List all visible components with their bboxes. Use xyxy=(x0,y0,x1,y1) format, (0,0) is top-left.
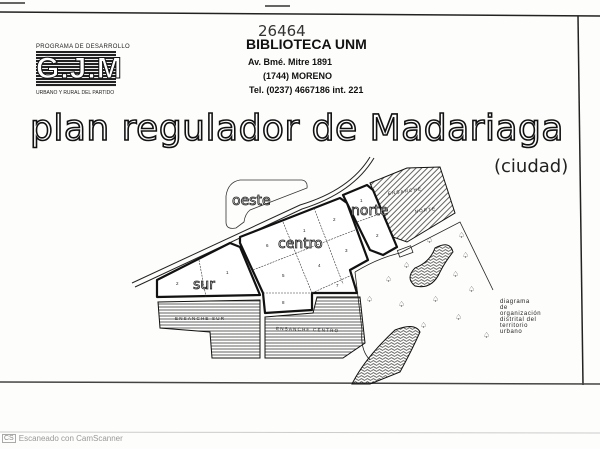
svg-text:♤: ♤ xyxy=(398,300,405,309)
svg-text:♤: ♤ xyxy=(420,321,427,330)
district-label-centro: centro xyxy=(278,236,323,252)
district-sur xyxy=(155,241,262,299)
lake-north xyxy=(409,244,454,288)
svg-text:♤: ♤ xyxy=(366,295,373,304)
sector-number: 2 xyxy=(333,217,336,222)
svg-text:urbano: urbano xyxy=(500,329,522,335)
ensanche-label: ENSANCHE SUR xyxy=(175,316,225,321)
sector-number: 1 xyxy=(360,198,363,203)
page-subtitle: (ciudad) xyxy=(494,156,569,177)
svg-text:distrital del: distrital del xyxy=(500,317,536,323)
svg-text:♤: ♤ xyxy=(468,285,475,294)
sector-number: 1 xyxy=(226,270,229,275)
svg-text:♤: ♤ xyxy=(455,313,462,322)
district-label-sur: sur xyxy=(193,277,215,293)
logo-top-text: PROGRAMA DE DESARROLLO xyxy=(36,44,130,50)
ensanche-sur-area xyxy=(157,299,261,359)
camscanner-text: Escaneado con CamScanner xyxy=(18,434,123,443)
svg-text:diagrama: diagrama xyxy=(500,299,530,305)
camscanner-footer: CS Escaneado con CamScanner xyxy=(2,434,123,443)
svg-text:♤: ♤ xyxy=(403,261,410,270)
gjm-logo: G.J.M xyxy=(36,51,123,87)
page-title: plan regulador de Madariaga xyxy=(29,107,564,150)
lake-south xyxy=(351,326,421,385)
sector-number: 6 xyxy=(266,243,269,248)
ensanche-centro-area xyxy=(264,296,366,359)
sector-number: 5 xyxy=(282,273,285,278)
svg-text:♤: ♤ xyxy=(462,251,469,260)
district-norte xyxy=(341,183,399,257)
svg-text:♤: ♤ xyxy=(452,270,459,279)
handwritten-number: 26464 xyxy=(258,22,306,40)
camscanner-icon: CS xyxy=(2,434,16,443)
svg-text:♤: ♤ xyxy=(432,295,439,304)
ensanche-label: NORTE xyxy=(414,206,436,214)
svg-text:territorio: territorio xyxy=(500,323,528,329)
district-label-oeste: oeste xyxy=(232,193,271,209)
district-label-norte: norte xyxy=(351,203,388,219)
sector-number: 2 xyxy=(376,233,379,238)
svg-text:organización: organización xyxy=(500,311,541,317)
svg-text:♤: ♤ xyxy=(458,231,465,240)
tree-icons: ♤ ♤ ♤ ♤ ♤ ♤ ♤ ♤ ♤ ♤ ♤ ♤ ♤ xyxy=(366,231,490,340)
map-legend: diagrama de organización distrital del t… xyxy=(500,299,541,335)
svg-text:♤: ♤ xyxy=(385,275,392,284)
territory-boundary xyxy=(354,221,494,361)
library-stamp-title: BIBLIOTECA UNM xyxy=(246,36,367,52)
library-phone: Tel. (0237) 4667186 int. 221 xyxy=(249,85,364,95)
sector-number: 2 xyxy=(176,281,179,286)
library-address: Av. Bmé. Mitre 1891 xyxy=(248,57,333,67)
ensanche-label: ENSANCHE CENTRO xyxy=(276,326,339,333)
district-oeste-outline xyxy=(225,179,308,229)
railway xyxy=(131,156,375,288)
sector-number: 1 xyxy=(303,228,306,233)
sector-number: 3 xyxy=(345,248,348,253)
sector-number: 8 xyxy=(282,300,285,305)
svg-text:♤: ♤ xyxy=(426,236,433,245)
library-city: (1744) MORENO xyxy=(263,71,333,81)
svg-text:♤: ♤ xyxy=(483,331,490,340)
svg-text:de: de xyxy=(500,305,508,311)
logo-bottom-text: URBANO Y RURAL DEL PARTIDO xyxy=(36,90,115,96)
sector-number: 7 xyxy=(336,283,339,288)
sector-number: 4 xyxy=(318,263,321,268)
ensanche-label: ENSANCHE xyxy=(387,186,422,196)
